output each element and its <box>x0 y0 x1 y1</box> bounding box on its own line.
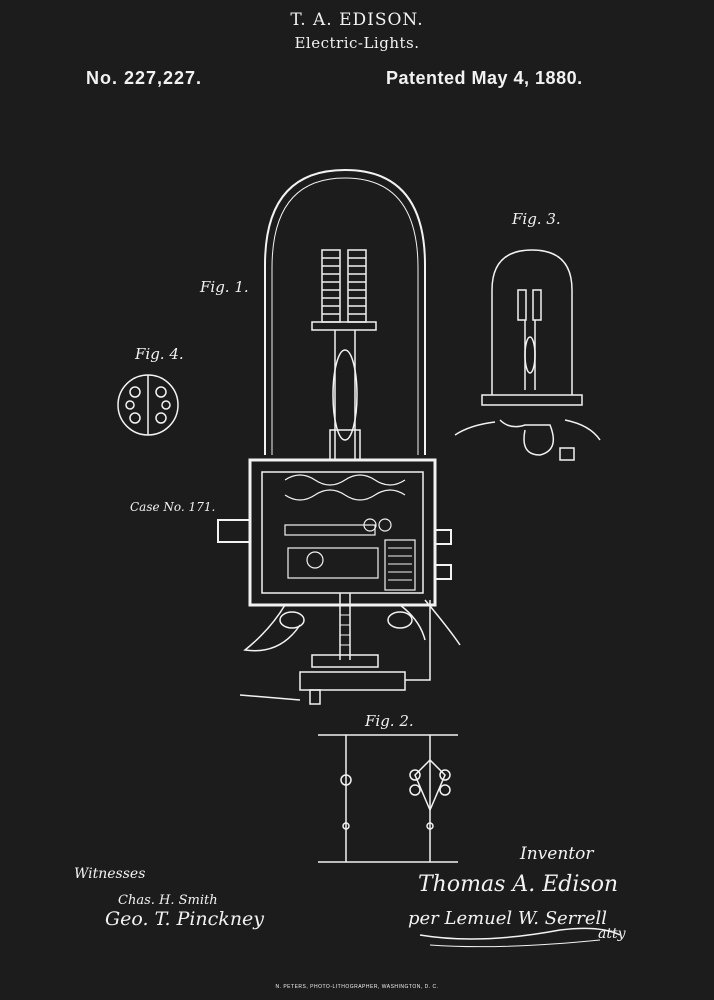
witness-1-signature: Chas. H. Smith <box>118 893 218 908</box>
fig4-disc <box>117 374 179 436</box>
inventor-signature: Thomas A. Edison <box>418 872 619 897</box>
attorney-suffix: atty <box>598 926 626 942</box>
fig1-label: Fig. 1. <box>200 278 249 296</box>
patent-number: No. 227,227. <box>86 68 203 88</box>
inventor-name: T. A. EDISON. <box>290 10 424 30</box>
fig2-label: Fig. 2. <box>365 712 414 730</box>
inventor-label: Inventor <box>520 844 594 864</box>
fig1-mechanism <box>239 593 461 705</box>
fig3-label: Fig. 3. <box>512 210 561 228</box>
fig2-circuit <box>318 734 458 863</box>
fig3-lamp <box>454 249 601 461</box>
fig4-label: Fig. 4. <box>135 345 184 363</box>
signature-underline <box>429 939 601 948</box>
fig1-coils <box>311 249 377 331</box>
witnesses-label: Witnesses <box>74 866 146 882</box>
signature-flourish <box>419 927 621 940</box>
lithographer-credit: N. PETERS, PHOTO-LITHOGRAPHER, WASHINGTO… <box>275 984 439 990</box>
invention-title: Electric-Lights. <box>294 34 420 52</box>
fig1-globe <box>264 168 426 455</box>
case-note: Case No. 171. <box>130 500 216 514</box>
fig1-stem <box>329 330 361 461</box>
fig1-base <box>217 458 452 607</box>
attorney-signature: per Lemuel W. Serrell <box>408 908 608 929</box>
witness-2-signature: Geo. T. Pinckney <box>105 908 265 930</box>
patent-date: Patented May 4, 1880. <box>386 68 583 88</box>
